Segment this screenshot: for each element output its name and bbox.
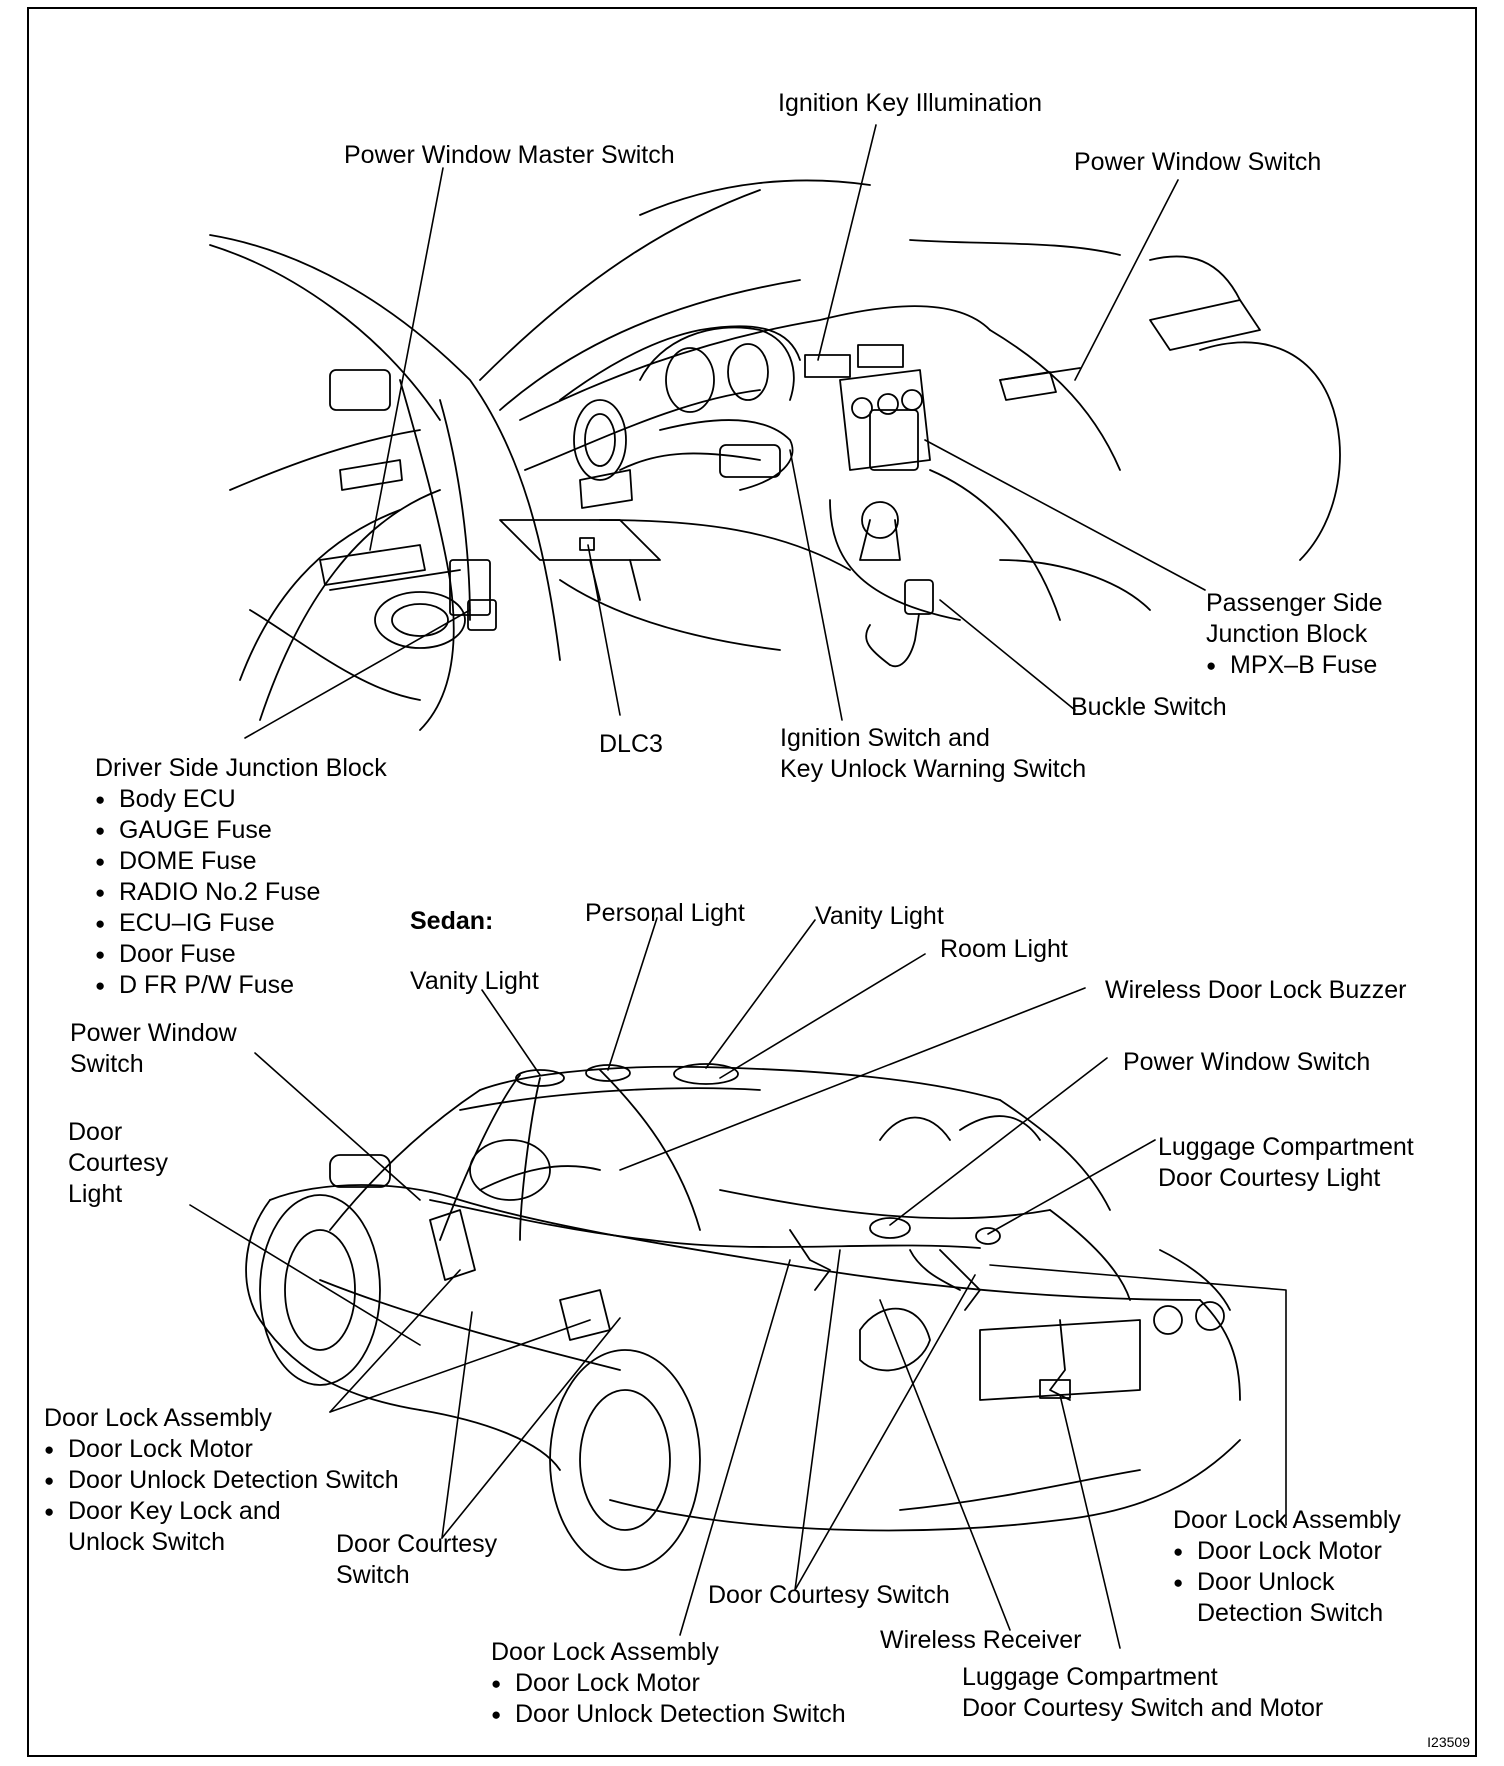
label-vanity-light-left: Vanity Light	[410, 967, 539, 995]
driver-jb-item: GAUGE Fuse	[95, 815, 387, 846]
label-wireless-receiver: Wireless Receiver	[880, 1626, 1082, 1654]
dla-rc-title: Door Lock Assembly	[491, 1638, 719, 1666]
dcl-line-3: Light	[68, 1180, 123, 1208]
label-room-light: Room Light	[940, 935, 1068, 963]
label-power-window-switch-right: Power Window Switch	[1123, 1048, 1371, 1076]
label-passenger-side-junction-block: Passenger Side Junction Block MPX–B Fuse	[1206, 588, 1383, 681]
dashboard-drawing	[209, 179, 1341, 731]
upper-leader-lines	[244, 124, 1206, 739]
pws-left-line-1: Power Window	[70, 1019, 237, 1047]
dcl-line-2: Courtesy	[68, 1149, 169, 1177]
dla-front-item: Door Lock Motor	[44, 1434, 399, 1465]
driver-jb-item: ECU–IG Fuse	[95, 908, 387, 939]
driver-jb-item: Body ECU	[95, 784, 387, 815]
pws-left-line-2: Switch	[70, 1050, 144, 1078]
figure-code: I23509	[1427, 1734, 1470, 1750]
dla-rr-title: Door Lock Assembly	[1173, 1506, 1401, 1534]
label-ignition-key-illumination: Ignition Key Illumination	[778, 89, 1043, 117]
ignition-switch-line-2: Key Unlock Warning Switch	[780, 755, 1087, 783]
label-vanity-light-right: Vanity Light	[815, 902, 944, 930]
label-personal-light: Personal Light	[585, 899, 745, 927]
label-door-courtesy-switch-left: Door Courtesy Switch	[336, 1529, 497, 1591]
label-driver-side-junction-block: Driver Side Junction Block Body ECU GAUG…	[95, 753, 387, 1001]
label-ignition-switch: Ignition Switch and Key Unlock Warning S…	[780, 723, 1086, 785]
lds-line-2: Door Courtesy Switch and Motor	[962, 1694, 1324, 1722]
driver-jb-item: DOME Fuse	[95, 846, 387, 877]
dla-rc-item: Door Unlock Detection Switch	[491, 1699, 846, 1730]
label-buckle-switch: Buckle Switch	[1071, 693, 1227, 721]
label-door-lock-assembly-rear-right: Door Lock Assembly Door Lock Motor Door …	[1173, 1505, 1401, 1629]
label-dlc3: DLC3	[599, 730, 663, 758]
ignition-switch-line-1: Ignition Switch and	[780, 724, 990, 752]
dla-rc-item: Door Lock Motor	[491, 1668, 846, 1699]
label-power-window-switch-left: Power Window Switch	[70, 1018, 237, 1080]
lcl-line-2: Door Courtesy Light	[1158, 1164, 1381, 1192]
section-title-sedan: Sedan:	[410, 907, 494, 935]
lds-line-1: Luggage Compartment	[962, 1663, 1218, 1691]
dcl-line-1: Door	[68, 1118, 123, 1146]
label-door-courtesy-switch-center: Door Courtesy Switch	[708, 1581, 950, 1609]
lower-leader-lines	[189, 917, 1287, 1649]
driver-jb-item: D FR P/W Fuse	[95, 970, 387, 1001]
label-power-window-switch: Power Window Switch	[1074, 148, 1322, 176]
sedan-drawing	[245, 1063, 1241, 1571]
lcl-line-1: Luggage Compartment	[1158, 1133, 1414, 1161]
diagram-frame	[27, 7, 1477, 1757]
dla-front-continuation: Unlock Switch	[68, 1528, 225, 1556]
dla-rr-continuation: Detection Switch	[1197, 1599, 1384, 1627]
label-door-courtesy-light: Door Courtesy Light	[68, 1117, 168, 1210]
label-power-window-master-switch: Power Window Master Switch	[344, 141, 675, 169]
label-door-lock-assembly-front: Door Lock Assembly Door Lock Motor Door …	[44, 1403, 399, 1558]
dcs-left-line-2: Switch	[336, 1561, 410, 1589]
dla-rr-item: Door Lock Motor	[1173, 1536, 1401, 1567]
passenger-jb-item: MPX–B Fuse	[1206, 650, 1383, 681]
dla-front-item: Door Key Lock and	[44, 1496, 399, 1527]
driver-jb-item: RADIO No.2 Fuse	[95, 877, 387, 908]
driver-jb-item: Door Fuse	[95, 939, 387, 970]
label-door-lock-assembly-rear-center: Door Lock Assembly Door Lock Motor Door …	[491, 1637, 846, 1730]
passenger-jb-title-1: Passenger Side	[1206, 589, 1383, 617]
label-luggage-courtesy-light: Luggage Compartment Door Courtesy Light	[1158, 1132, 1414, 1194]
label-wireless-door-lock-buzzer: Wireless Door Lock Buzzer	[1105, 976, 1407, 1004]
label-luggage-door-courtesy-switch: Luggage Compartment Door Courtesy Switch…	[962, 1662, 1323, 1724]
dla-front-item: Door Unlock Detection Switch	[44, 1465, 399, 1496]
dla-rr-item: Door Unlock	[1173, 1567, 1401, 1598]
dla-front-title: Door Lock Assembly	[44, 1404, 272, 1432]
dcs-left-line-1: Door Courtesy	[336, 1530, 498, 1558]
passenger-jb-title-2: Junction Block	[1206, 620, 1368, 648]
driver-jb-title: Driver Side Junction Block	[95, 754, 387, 782]
